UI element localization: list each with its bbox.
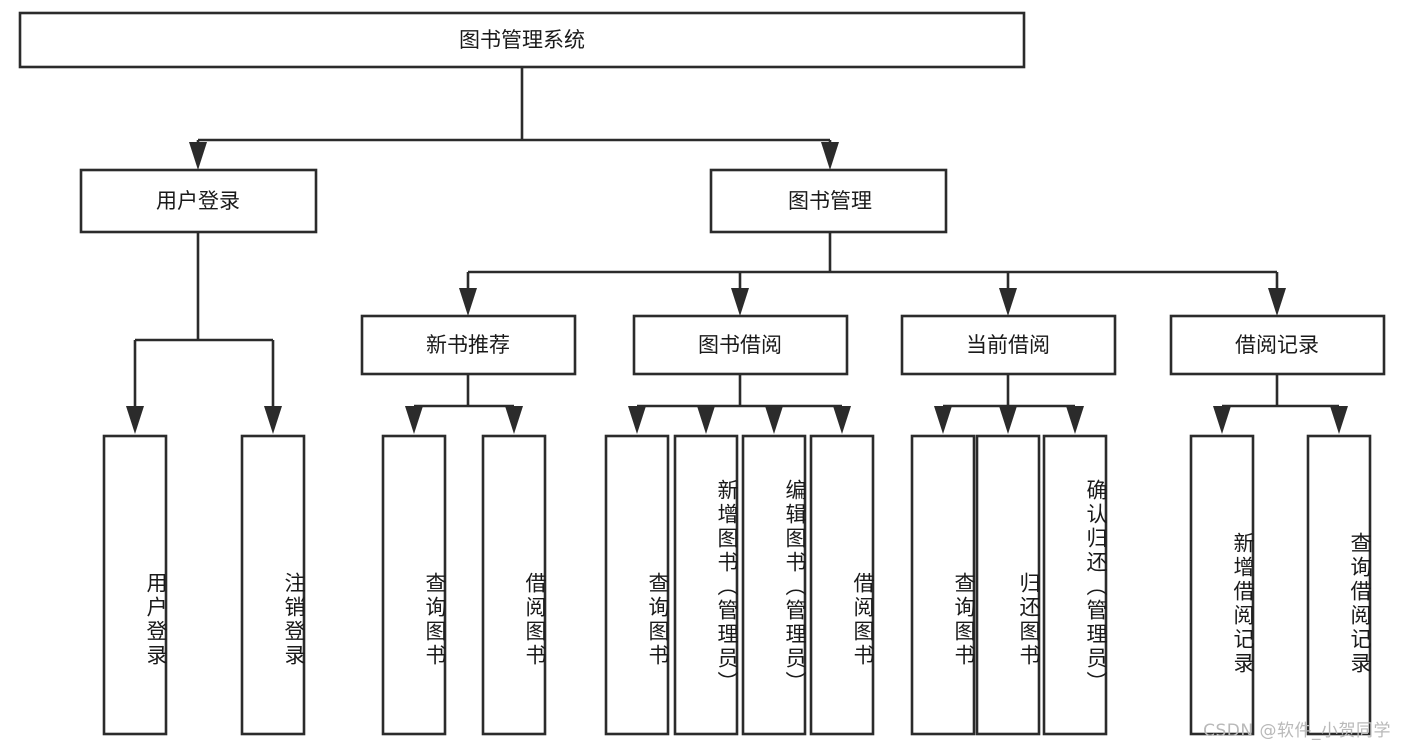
node-box-book-management[interactable] [709, 168, 948, 234]
node-label-borrow-record: 借阅记录 [1235, 333, 1319, 357]
arrow-leaf-borrow-book-b [833, 406, 851, 434]
arrow-to-current-borrow [999, 288, 1017, 316]
connector-group-current-borrow-to-leaves [934, 374, 1084, 434]
node-box-borrow-record[interactable] [1169, 314, 1386, 376]
node-box-leaf-return-book[interactable] [975, 434, 1041, 736]
node-box-leaf-add-record[interactable] [1189, 434, 1255, 736]
connector-group-user-login-to-leaves [126, 232, 282, 434]
arrow-leaf-query-book-b [628, 406, 646, 434]
arrow-to-book-mgmt [821, 142, 839, 170]
node-label-book-borrow: 图书借阅 [698, 333, 782, 357]
node-label-new-book-recommend: 新书推荐 [426, 333, 510, 357]
node-box-leaf-query-book-c[interactable] [910, 434, 976, 736]
arrow-to-new-book-recommend [459, 288, 477, 316]
arrow-leaf-confirm-return [1066, 406, 1084, 434]
connector-group-book-borrow-to-leaves [628, 374, 851, 434]
node-box-leaf-borrow-book-b[interactable] [809, 434, 875, 736]
arrow-leaf-return-book [999, 406, 1017, 434]
node-box-leaf-confirm-return[interactable] [1042, 434, 1108, 736]
connector-group-book-mgmt-to-level3 [459, 232, 1286, 316]
node-box-leaf-query-book-a[interactable] [381, 434, 447, 736]
arrow-leaf-query-book-a [405, 406, 423, 434]
node-box-leaf-user-login[interactable] [102, 434, 168, 736]
node-label-book-management: 图书管理 [788, 189, 872, 213]
node-box-new-book-recommend[interactable] [360, 314, 577, 376]
arrow-leaf-query-record [1330, 406, 1348, 434]
arrow-to-book-borrow [731, 288, 749, 316]
connector-group-new-book-to-leaves [405, 374, 523, 434]
node-box-book-borrow[interactable] [632, 314, 849, 376]
node-box-leaf-borrow-book-a[interactable] [481, 434, 547, 736]
node-box-current-borrow[interactable] [900, 314, 1117, 376]
node-label-user-login: 用户登录 [156, 189, 240, 213]
node-box-root[interactable] [18, 11, 1026, 69]
arrow-leaf-add-record [1213, 406, 1231, 434]
node-box-leaf-query-record[interactable] [1306, 434, 1372, 736]
node-label-current-borrow: 当前借阅 [966, 333, 1050, 357]
node-box-leaf-edit-book[interactable] [741, 434, 807, 736]
arrow-leaf-borrow-book-a [505, 406, 523, 434]
connector-group-root-to-level2 [189, 67, 839, 170]
arrow-to-user-login [189, 142, 207, 170]
watermark-text: CSDN @软件_小贺同学 [1203, 721, 1391, 741]
arrow-leaf-edit-book [765, 406, 783, 434]
node-box-user-login[interactable] [79, 168, 318, 234]
connector-group-borrow-record-to-leaves [1213, 374, 1348, 434]
arrow-leaf-user-login [126, 406, 144, 434]
arrow-leaf-logout [264, 406, 282, 434]
arrow-leaf-add-book [697, 406, 715, 434]
arrow-to-borrow-record [1268, 288, 1286, 316]
arrow-leaf-query-book-c [934, 406, 952, 434]
node-box-leaf-logout[interactable] [240, 434, 306, 736]
node-box-leaf-query-book-b[interactable] [604, 434, 670, 736]
node-box-leaf-add-book[interactable] [673, 434, 739, 736]
node-label-root: 图书管理系统 [459, 28, 585, 52]
